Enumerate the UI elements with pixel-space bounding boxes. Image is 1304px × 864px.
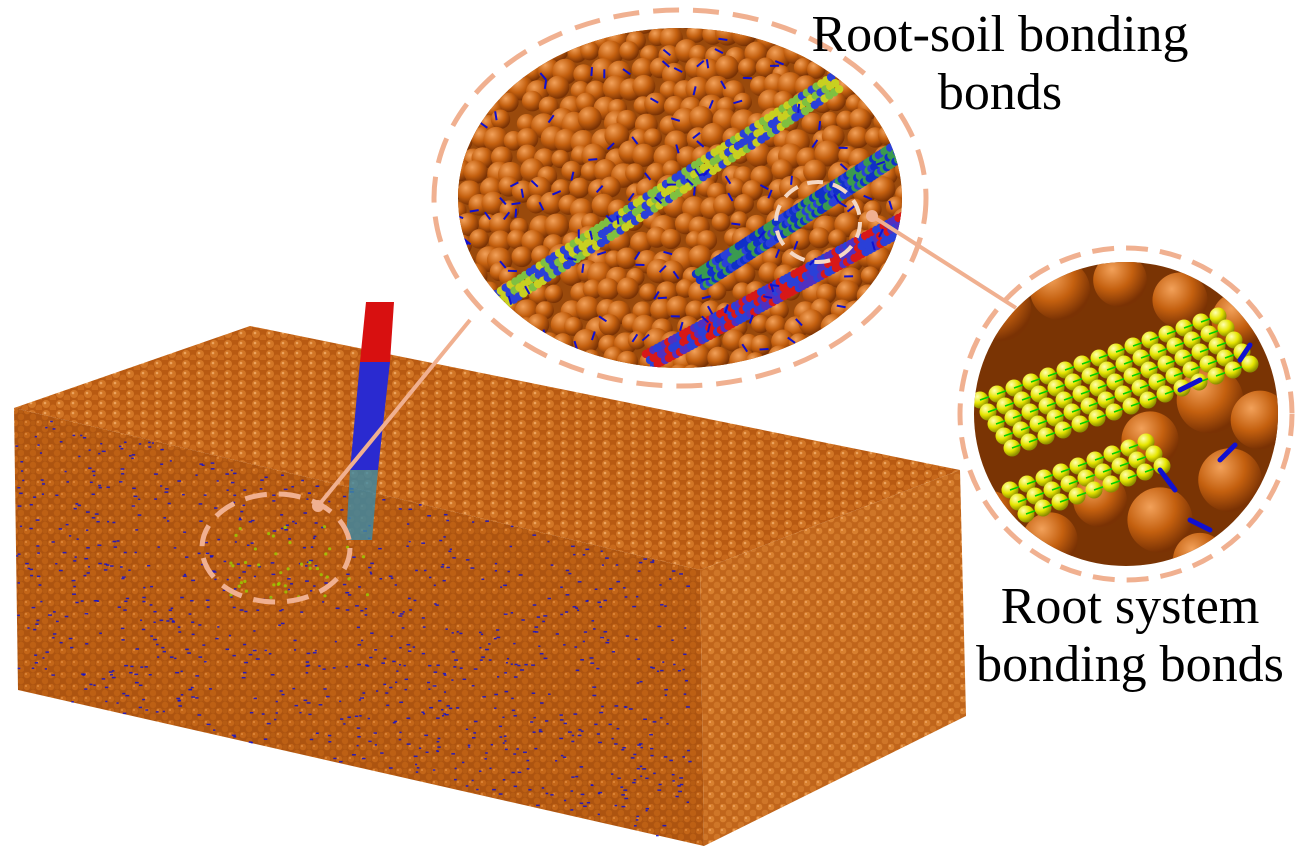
root-stem-red — [360, 302, 394, 362]
callout-dot-block — [312, 500, 324, 512]
zoom-large-border — [431, 7, 929, 389]
root-speckles — [229, 525, 370, 599]
root-stem-blue — [350, 362, 390, 470]
soil-bond-speckles — [15, 420, 692, 837]
label-line-2: bonding bonds — [976, 636, 1284, 693]
callout-connector-large — [316, 318, 472, 508]
root-soil-bonding-bonds-label: Root-soil bonding bonds — [790, 6, 1210, 122]
soil-block-side-face — [700, 470, 966, 846]
callout-circle-inner — [774, 180, 862, 264]
zoom-small-border — [957, 245, 1295, 583]
zoom-root-strands — [491, 72, 902, 368]
label-line-2: bonds — [937, 64, 1063, 121]
label-line-1: Root system — [1000, 578, 1260, 635]
soil-block-top-face — [14, 326, 960, 570]
callout-circle-block — [199, 491, 353, 605]
root-system-bonding-bonds-label: Root system bonding bonds — [960, 578, 1300, 694]
root-stem — [346, 302, 394, 540]
soil-particle-block — [14, 326, 966, 846]
label-line-1: Root-soil bonding — [811, 6, 1189, 63]
callout-connector-small — [870, 214, 1018, 310]
root-stem-green — [346, 470, 378, 540]
zoom-small-root-particles — [974, 307, 1259, 523]
zoom-small-soil-bonds — [1157, 342, 1253, 533]
root-system-zoom — [957, 245, 1295, 583]
